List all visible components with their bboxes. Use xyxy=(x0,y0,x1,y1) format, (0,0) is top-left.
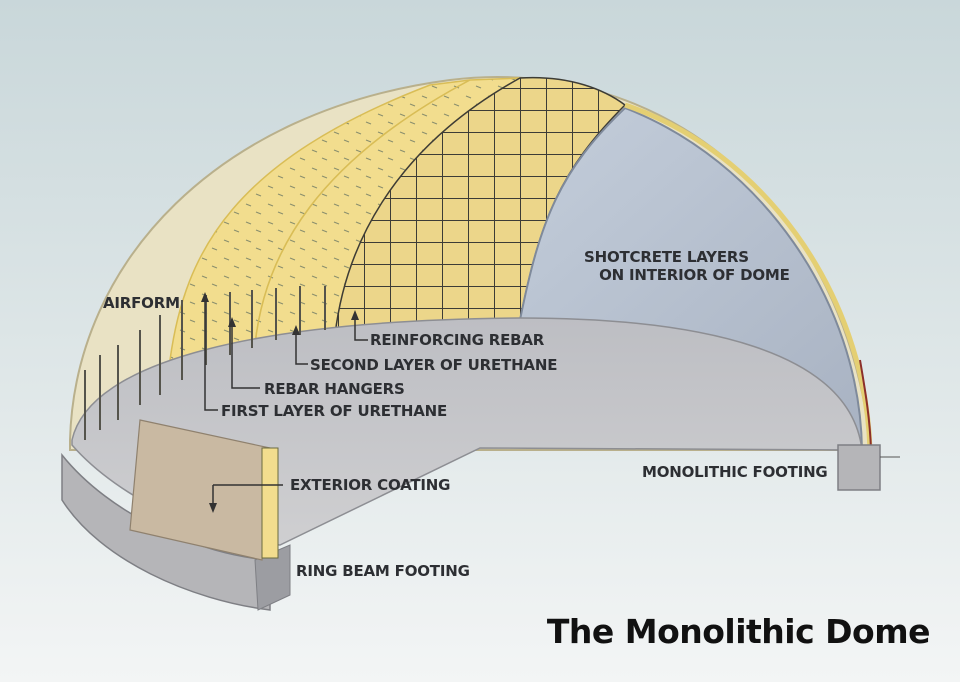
label-reinforcing-rebar: REINFORCING REBAR xyxy=(370,331,545,349)
shell-edge-red xyxy=(859,359,872,451)
label-rebar-hangers: REBAR HANGERS xyxy=(264,380,405,398)
label-first-urethane: FIRST LAYER OF URETHANE xyxy=(221,402,448,420)
label-second-urethane: SECOND LAYER OF URETHANE xyxy=(310,356,558,374)
section-cut-layers xyxy=(261,447,279,559)
rebar-hangers xyxy=(84,286,326,440)
diagram-title: The Monolithic Dome xyxy=(546,612,931,651)
leader-lines xyxy=(204,300,368,505)
monolithic-footing-block xyxy=(837,444,881,491)
shell-edge xyxy=(624,102,873,451)
label-airform: AIRFORM xyxy=(103,294,180,312)
label-ring-beam-footing: RING BEAM FOOTING xyxy=(296,562,470,580)
floor-and-footing xyxy=(61,317,900,611)
label-monolithic-footing: MONOLITHIC FOOTING xyxy=(642,463,828,481)
arrowheads xyxy=(201,292,359,513)
label-shotcrete: SHOTCRETE LAYERS ON INTERIOR OF DOME xyxy=(584,248,790,284)
label-exterior-coating: EXTERIOR COATING xyxy=(290,476,451,494)
exterior-coating-panel xyxy=(129,419,271,561)
